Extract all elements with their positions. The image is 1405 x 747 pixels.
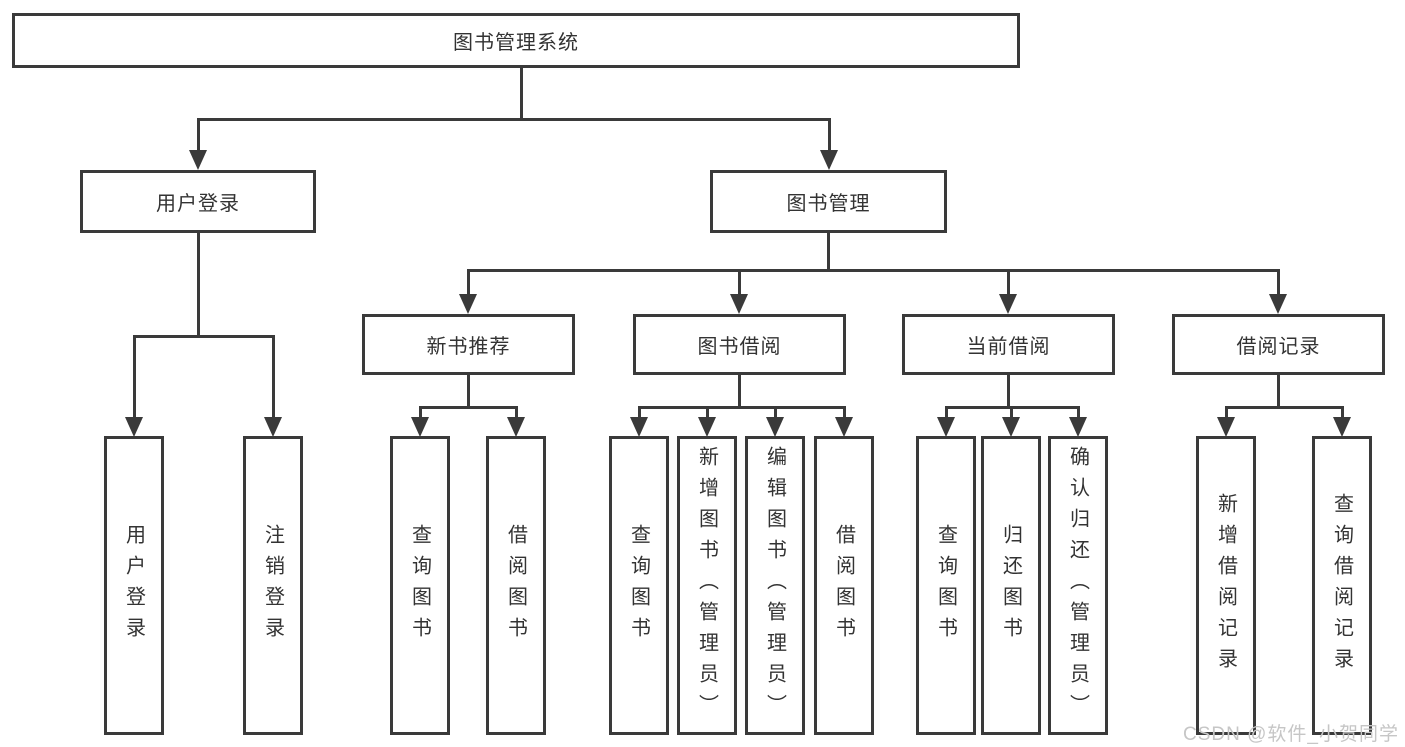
arrow-down-icon xyxy=(999,294,1017,314)
leaf-query-books-current: 查询图书 xyxy=(916,436,976,735)
leaf-return-books: 归还图书 xyxy=(981,436,1041,735)
arrow-down-icon xyxy=(730,294,748,314)
arrow-down-icon xyxy=(125,417,143,437)
arrow-down-icon xyxy=(411,417,429,437)
node-user-login: 用户登录 xyxy=(80,170,316,233)
connector-line xyxy=(1010,406,1013,419)
leaf-query-books-borrowing: 查询图书 xyxy=(609,436,669,735)
connector-line xyxy=(1225,406,1228,419)
connector-line xyxy=(197,232,200,336)
leaf-query-books-recommend: 查询图书 xyxy=(390,436,450,735)
connector-line xyxy=(1277,373,1280,408)
node-book-management: 图书管理 xyxy=(710,170,947,233)
arrow-down-icon xyxy=(698,417,716,437)
node-borrowing-records: 借阅记录 xyxy=(1172,314,1385,375)
connector-line xyxy=(774,406,777,419)
connector-line xyxy=(197,118,831,121)
arrow-down-icon xyxy=(630,417,648,437)
connector-line xyxy=(520,66,523,120)
arrow-down-icon xyxy=(507,417,525,437)
connector-line xyxy=(467,269,470,296)
connector-line xyxy=(1007,373,1010,408)
arrow-down-icon xyxy=(1002,417,1020,437)
leaf-borrow-books-borrowing: 借阅图书 xyxy=(814,436,874,735)
connector-line xyxy=(419,406,422,419)
connector-line xyxy=(828,118,831,152)
leaf-borrow-books-recommend: 借阅图书 xyxy=(486,436,546,735)
connector-line xyxy=(467,373,470,408)
connector-line xyxy=(272,335,275,419)
node-library-management-system: 图书管理系统 xyxy=(12,13,1020,68)
connector-line xyxy=(945,406,948,419)
arrow-down-icon xyxy=(937,417,955,437)
arrow-down-icon xyxy=(820,150,838,170)
connector-line xyxy=(133,335,275,338)
connector-line xyxy=(1277,269,1280,296)
node-new-book-recommendation: 新书推荐 xyxy=(362,314,575,375)
node-current-borrowing: 当前借阅 xyxy=(902,314,1115,375)
connector-line xyxy=(1077,406,1080,419)
leaf-user-login: 用户登录 xyxy=(104,436,164,735)
connector-line xyxy=(706,406,709,419)
leaf-add-borrow-record: 新增借阅记录 xyxy=(1196,436,1256,735)
connector-line xyxy=(638,406,845,409)
leaf-confirm-return-admin: 确认归还（管理员） xyxy=(1048,436,1108,735)
arrow-down-icon xyxy=(1269,294,1287,314)
connector-line xyxy=(133,335,136,419)
arrow-down-icon xyxy=(835,417,853,437)
arrow-down-icon xyxy=(1069,417,1087,437)
csdn-watermark: CSDN @软件_小贺同学 xyxy=(1183,724,1399,745)
connector-line xyxy=(468,269,1280,272)
leaf-add-books-admin: 新增图书（管理员） xyxy=(677,436,737,735)
node-book-borrowing: 图书借阅 xyxy=(633,314,846,375)
arrow-down-icon xyxy=(264,417,282,437)
arrow-down-icon xyxy=(459,294,477,314)
connector-line xyxy=(638,406,641,419)
leaf-edit-books-admin: 编辑图书（管理员） xyxy=(745,436,805,735)
arrow-down-icon xyxy=(189,150,207,170)
connector-line xyxy=(1225,406,1343,409)
leaf-query-borrow-record: 查询借阅记录 xyxy=(1312,436,1372,735)
connector-line xyxy=(738,269,741,296)
connector-line xyxy=(515,406,518,419)
connector-line xyxy=(197,118,200,152)
connector-line xyxy=(419,406,518,409)
connector-line xyxy=(1341,406,1344,419)
connector-line xyxy=(1007,269,1010,296)
arrow-down-icon xyxy=(766,417,784,437)
connector-line xyxy=(843,406,846,419)
connector-line xyxy=(738,373,741,408)
arrow-down-icon xyxy=(1217,417,1235,437)
leaf-logout: 注销登录 xyxy=(243,436,303,735)
arrow-down-icon xyxy=(1333,417,1351,437)
connector-line xyxy=(827,232,830,272)
